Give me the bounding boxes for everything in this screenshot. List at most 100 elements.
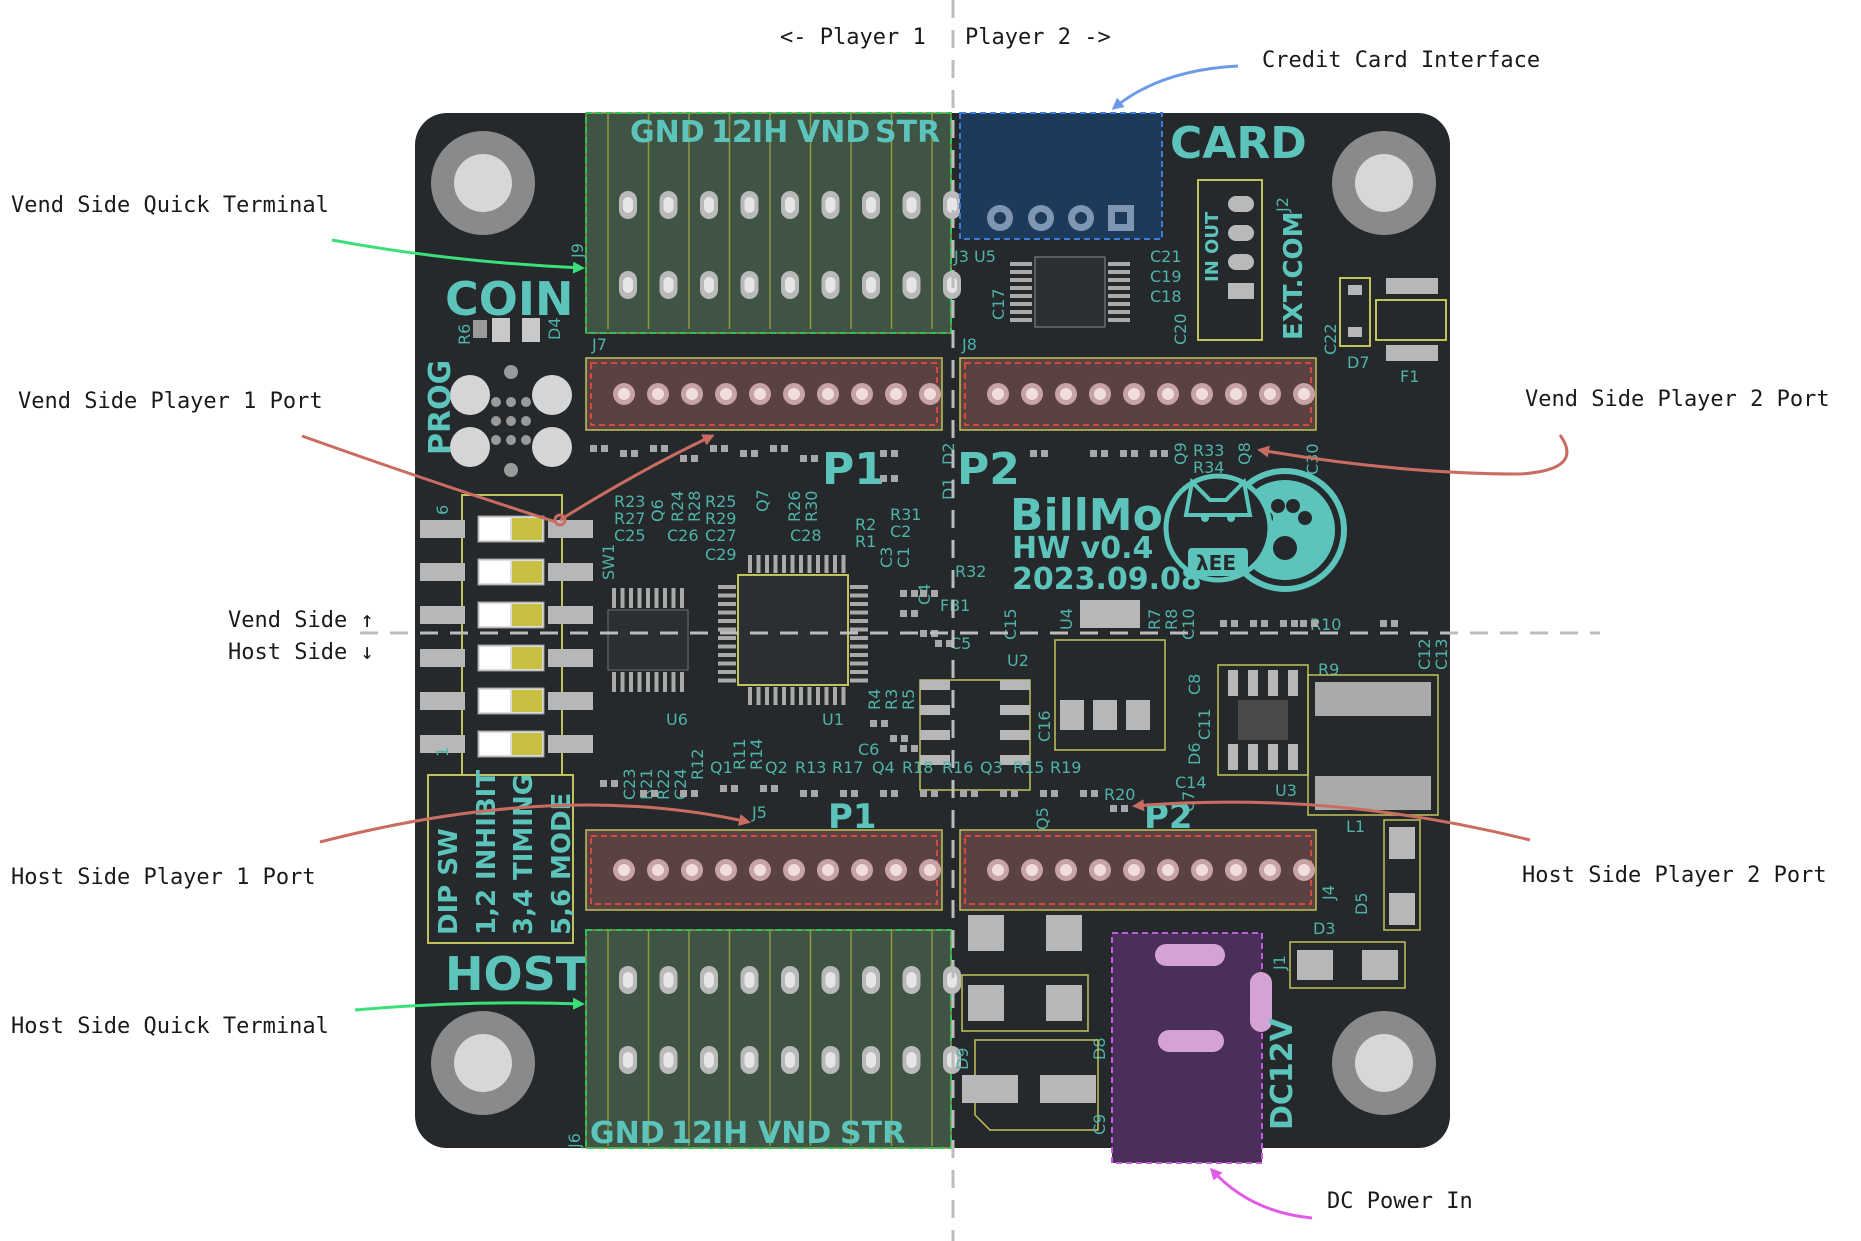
prog-header — [450, 365, 572, 477]
smd-pad — [1311, 620, 1318, 627]
ref-c25: C25 — [614, 526, 646, 545]
smd-pad — [721, 445, 728, 452]
smd-pad — [661, 445, 668, 452]
port-pin-center — [652, 864, 664, 876]
u6-pin — [654, 588, 659, 608]
smd-pad — [800, 790, 807, 797]
u6-pin — [629, 588, 633, 608]
smd-pad — [760, 785, 767, 792]
board-hw: HW v0.4 — [1012, 531, 1153, 566]
smd-pad — [691, 455, 698, 462]
smd-pad — [890, 735, 897, 742]
dip-lever — [512, 690, 542, 712]
port-pin-center — [924, 388, 936, 400]
port-pin-center — [822, 388, 834, 400]
smd-pad — [1041, 450, 1048, 457]
terminal-screw-center — [866, 972, 876, 988]
u6-pin — [612, 672, 616, 692]
mcu-pin — [850, 585, 868, 589]
port-pin-center — [822, 864, 834, 876]
ref-r28: R28 — [685, 491, 704, 522]
mcu-pin — [790, 555, 795, 573]
ref-d9: D9 — [953, 1048, 972, 1071]
arrow-vend-quick-terminal — [331, 238, 585, 274]
ref-r2: R2 — [855, 515, 876, 534]
u5-pin — [1108, 302, 1130, 306]
ref-j5: J5 — [751, 803, 767, 822]
u6-pin — [637, 672, 642, 692]
mcu-pin — [850, 670, 868, 674]
mcu-pin — [850, 619, 868, 623]
dip-pad-right — [548, 563, 593, 581]
port-pin-center — [890, 388, 902, 400]
u6-pin — [671, 588, 676, 608]
mcu-pin — [790, 687, 795, 705]
mounting-hole-bottom-left — [431, 1011, 535, 1115]
mcu-pin — [850, 653, 868, 657]
port-pin-center — [1230, 864, 1242, 876]
smd-pad — [931, 590, 938, 597]
u6-pin — [663, 588, 667, 608]
dip-legend-inhibit: INHIBIT — [472, 770, 502, 880]
port-pin-center — [890, 864, 902, 876]
u6-pin — [646, 672, 650, 692]
terminal-screw-center — [785, 972, 795, 988]
smd-pad — [1161, 450, 1168, 457]
ref-q3: Q3 — [980, 758, 1003, 777]
dip-pad-right — [548, 735, 593, 753]
u5-pin — [1108, 318, 1130, 322]
ref-u1: U1 — [822, 710, 844, 729]
dip-lever — [512, 518, 542, 540]
ref-r1: R1 — [855, 532, 876, 551]
ref-c28: C28 — [790, 526, 822, 545]
ref-r31: R31 — [890, 505, 921, 524]
port-pin-center — [1094, 388, 1106, 400]
dip-pad-left — [420, 649, 465, 667]
terminal-screw-center — [906, 1052, 917, 1068]
smd-pad — [851, 790, 858, 797]
mcu-pin — [824, 555, 829, 573]
ref-d7: D7 — [1347, 353, 1370, 372]
ref-l1: L1 — [1346, 817, 1365, 836]
ref-r9: R9 — [1318, 660, 1339, 679]
terminal-screw-center — [704, 277, 714, 293]
ref-d8: D8 — [1090, 1038, 1109, 1061]
ref-c19: C19 — [1150, 267, 1182, 286]
port-pin-center — [1026, 864, 1038, 876]
ref-d5: D5 — [1352, 893, 1371, 916]
port-pin-center — [1026, 388, 1038, 400]
smd-pad — [1000, 790, 1007, 797]
diode-d5 — [1383, 819, 1421, 931]
arrow-vend-player1-port-tip — [559, 434, 715, 522]
mcu-pin — [748, 555, 752, 573]
smd-pad — [740, 450, 747, 457]
ref-r15: R15 — [1013, 758, 1044, 777]
ref-c29: C29 — [705, 545, 737, 564]
u5-pin — [1108, 278, 1130, 282]
smd-pad — [911, 745, 918, 752]
host-player2-port — [959, 829, 1317, 911]
annotation-credit-card: Credit Card Interface — [1262, 48, 1540, 73]
terminal-bottom-gnd: GND — [590, 1116, 665, 1151]
smd-pad — [1291, 620, 1298, 627]
mcu-pin — [807, 555, 812, 573]
ref-c23: C23 — [620, 768, 639, 800]
smd-pad — [771, 785, 778, 792]
terminal-screw-center — [663, 197, 674, 213]
arrow-vend-player1-port — [301, 434, 557, 524]
smd-pad — [1131, 450, 1138, 457]
terminal-bottom-str: STR — [840, 1116, 905, 1151]
ref-r23: R23 — [614, 492, 645, 511]
dip-slot-empty — [480, 518, 510, 540]
ref-d1: D1 — [939, 478, 958, 501]
terminal-top-gnd: GND — [630, 115, 705, 150]
ic-u1-mcu — [718, 555, 868, 705]
smd-pad — [1220, 620, 1227, 627]
vend-player2-port — [959, 357, 1317, 431]
port-pin-center — [754, 388, 766, 400]
diode-d9-d8 — [961, 915, 1089, 1032]
ref-r4: R4 — [865, 689, 884, 710]
u6-pin — [663, 672, 667, 692]
dip-legend-56: 5,6 — [547, 889, 577, 935]
